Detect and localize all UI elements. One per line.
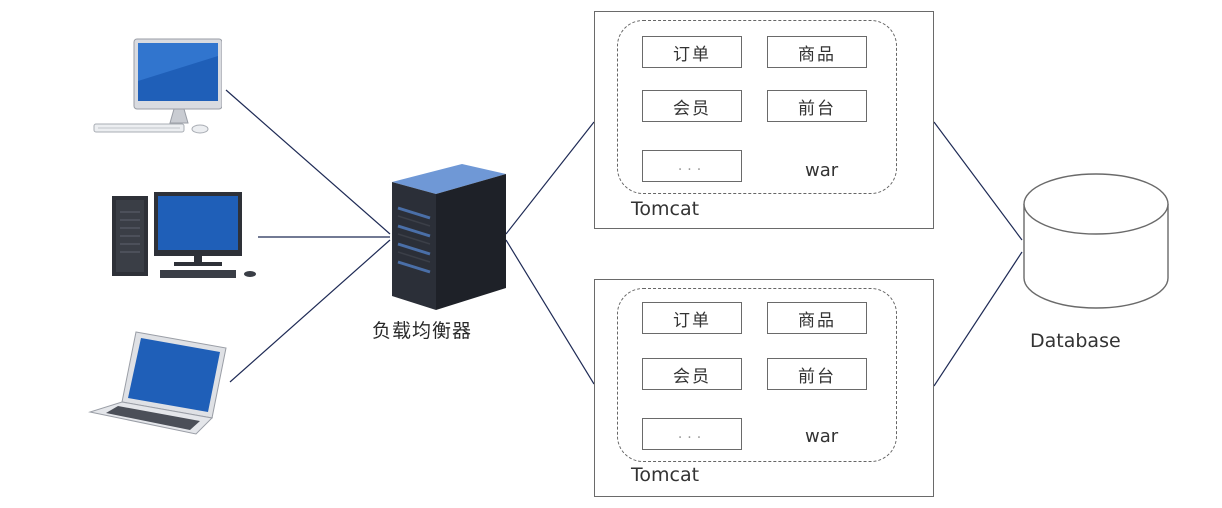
- server-icon: [392, 164, 506, 310]
- module-member: 会员: [642, 90, 742, 122]
- war-label: war: [805, 160, 839, 181]
- database-icon: [1023, 173, 1169, 309]
- module-more: ...: [642, 150, 742, 182]
- link-tomcat1-to-db: [933, 121, 1023, 241]
- desktop-monitor-icon: [93, 38, 222, 134]
- database-label: Database: [1030, 330, 1121, 352]
- module-frontend: 前台: [767, 90, 867, 122]
- module-order: 订单: [642, 36, 742, 68]
- link-monitor-to-lb: [225, 89, 391, 235]
- module-order: 订单: [642, 302, 742, 334]
- module-product: 商品: [767, 302, 867, 334]
- tomcat-container-1: 订单 商品 会员 前台 ... war Tomcat: [594, 11, 934, 229]
- link-lb-to-tomcat2: [505, 239, 595, 385]
- desktop-tower-pc-icon: [112, 192, 256, 278]
- war-label: war: [805, 426, 839, 447]
- module-member: 会员: [642, 358, 742, 390]
- load-balancer-label: 负载均衡器: [372, 320, 473, 342]
- module-frontend: 前台: [767, 358, 867, 390]
- tomcat-label: Tomcat: [631, 464, 700, 486]
- war-package-2: [617, 288, 897, 462]
- link-lb-to-tomcat1: [505, 121, 595, 235]
- link-tomcat2-to-db: [933, 251, 1023, 387]
- tomcat-container-2: 订单 商品 会员 前台 ... war Tomcat: [594, 279, 934, 497]
- module-more: ...: [642, 418, 742, 450]
- laptop-icon: [88, 331, 227, 435]
- link-laptop-to-lb: [229, 239, 391, 383]
- tomcat-label: Tomcat: [631, 198, 700, 220]
- module-product: 商品: [767, 36, 867, 68]
- war-package-1: [617, 20, 897, 194]
